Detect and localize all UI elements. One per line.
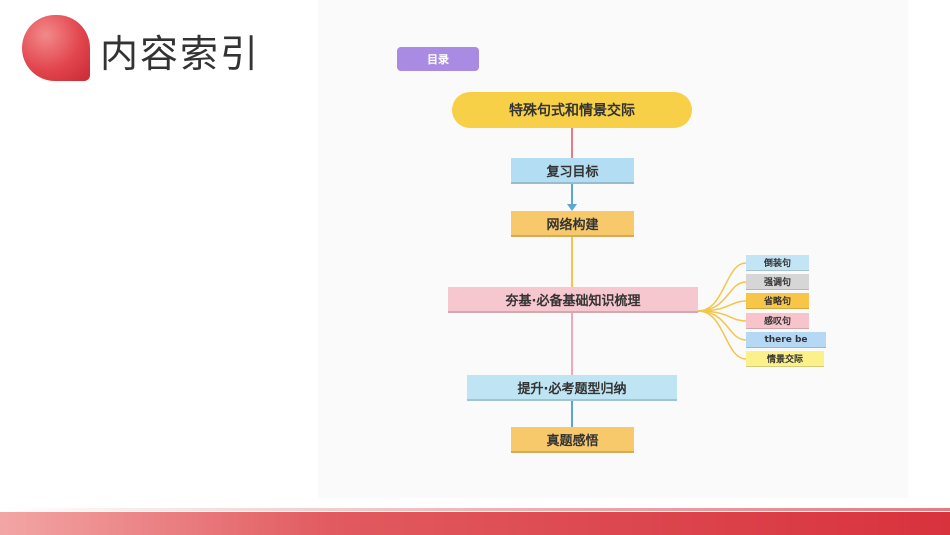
step-node-3: 夯基·必备基础知识梳理 bbox=[448, 287, 698, 313]
branch-leaf-4: 感叹句 bbox=[746, 313, 809, 329]
step-node-1: 复习目标 bbox=[511, 158, 634, 184]
branch-leaf-5: there be bbox=[746, 332, 826, 348]
step-node-5: 真题感悟 bbox=[511, 427, 634, 453]
root-node: 特殊句式和情景交际 bbox=[452, 92, 692, 128]
diagram-panel bbox=[318, 0, 908, 498]
bottom-accent-bar bbox=[0, 512, 950, 535]
branch-leaf-6: 情景交际 bbox=[746, 351, 824, 367]
step-node-4: 提升·必考题型归纳 bbox=[467, 375, 677, 401]
bottom-accent-line bbox=[0, 508, 950, 511]
page-title: 内容索引 bbox=[100, 32, 261, 76]
branch-leaf-2: 强调句 bbox=[746, 274, 809, 290]
branch-leaf-3: 省略句 bbox=[746, 293, 809, 309]
step-node-2: 网络构建 bbox=[511, 211, 634, 237]
branch-leaf-1: 倒装句 bbox=[746, 255, 809, 271]
contents-tag: 目录 bbox=[397, 47, 479, 71]
logo-blob bbox=[22, 15, 90, 81]
